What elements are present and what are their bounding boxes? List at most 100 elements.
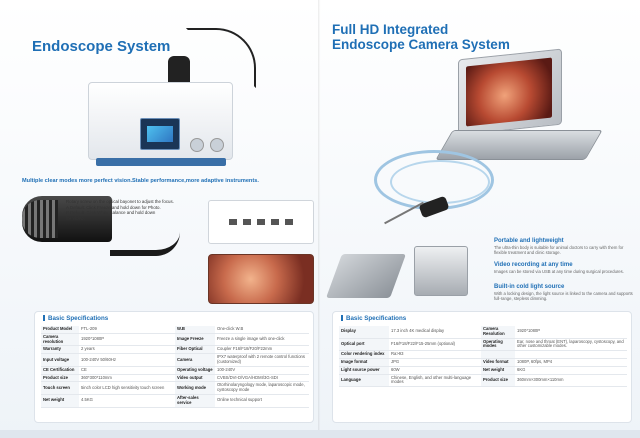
spec-title: Basic Specifications bbox=[43, 315, 108, 322]
spec-value: F16/F18/F22/F15-25mm (optional) bbox=[389, 338, 481, 352]
spec-value: CE bbox=[79, 366, 175, 375]
spec-key: Display bbox=[339, 326, 389, 339]
feature-title: Built-in cold light source bbox=[494, 284, 565, 290]
spec-key: Product size bbox=[41, 374, 79, 383]
spec-value: One-click W.B bbox=[215, 326, 309, 334]
spec-key: CE Certification bbox=[41, 366, 79, 375]
spec-key: Net weight bbox=[41, 394, 79, 408]
spec-value: Ra>93 bbox=[389, 350, 481, 359]
spec-value: 17.3 inch 4K medical display bbox=[389, 326, 481, 339]
page-title-line: Full HD Integrated bbox=[332, 22, 449, 37]
spec-value: JPG bbox=[389, 358, 481, 367]
spec-key: Product size bbox=[481, 374, 515, 388]
camera-cable-illustration bbox=[186, 28, 256, 88]
spec-value: IPX7 waterproof with 2 remote control fu… bbox=[215, 353, 309, 367]
spec-value: CVBS/DVI-D/VGA/HDMI/3G-SDI bbox=[215, 374, 309, 383]
spec-key: Language bbox=[339, 374, 389, 388]
feature-block: Portable and lightweight The ultra-thin … bbox=[494, 238, 634, 255]
spec-title: Basic Specifications bbox=[341, 315, 406, 322]
spec-value: 5inch color LCD high sensitivity touch s… bbox=[79, 381, 175, 395]
spec-key: Color rendering index bbox=[339, 350, 389, 359]
open-laptop-photo bbox=[414, 246, 468, 296]
spec-key: Camera bbox=[175, 353, 215, 367]
device-base-illustration bbox=[96, 158, 226, 166]
spec-key: Camera Resolution bbox=[481, 326, 515, 339]
spec-key: Input voltage bbox=[41, 353, 79, 367]
closed-laptop-photo bbox=[325, 254, 407, 298]
spec-value: 4.5KG bbox=[79, 394, 175, 408]
spec-key: Optical port bbox=[339, 338, 389, 352]
callout-text: for Video. bbox=[66, 215, 85, 221]
spec-value: Freeze a single image with one-click bbox=[215, 333, 309, 347]
laparoscopy-monitor-photo bbox=[208, 254, 314, 304]
spec-value: 1080P, 60fps, MP4 bbox=[515, 358, 627, 367]
spec-value: 1920*1080P bbox=[79, 333, 175, 347]
spec-key: Image format bbox=[339, 358, 389, 367]
endoscopic-view-screen bbox=[466, 57, 552, 127]
spec-value: 360*300*110mm bbox=[79, 374, 175, 383]
spec-value: 100-240V bbox=[215, 366, 309, 375]
spec-key: Warranty bbox=[41, 345, 79, 355]
right-brochure-page: Full HD Integrated Endoscope Camera Syst… bbox=[320, 0, 640, 438]
spec-key: Touch screen bbox=[41, 381, 79, 395]
page-title: Full HD Integrated Endoscope Camera Syst… bbox=[332, 22, 532, 52]
spec-value: 360mm×300mm×110mm bbox=[515, 374, 627, 388]
device-knob-illustration bbox=[210, 138, 224, 152]
bottom-bar bbox=[0, 430, 640, 438]
spec-key: Video output bbox=[175, 374, 215, 383]
spec-key: After-sales service bbox=[175, 394, 215, 408]
rear-ports-photo bbox=[208, 200, 314, 244]
spec-value: Online technical support bbox=[215, 394, 309, 408]
handpiece-callouts: Rotary screw on the optical bayonet to a… bbox=[66, 199, 186, 221]
feature-title: Portable and lightweight bbox=[494, 238, 564, 244]
spec-value: 1920*1080P bbox=[515, 326, 627, 339]
callout-text: Rotary screw on the optical bayonet to a… bbox=[66, 199, 174, 204]
feature-desc: Images can be stored via USB at any time… bbox=[494, 269, 624, 274]
spec-value: Otorhinolaryngology mode, laparoscopic m… bbox=[215, 381, 309, 395]
spec-value: Coupler F16/F18/F20/F22mm bbox=[215, 345, 309, 355]
spec-key: Image Freeze bbox=[175, 333, 215, 347]
feature-block: Video recording at any time Images can b… bbox=[494, 262, 634, 274]
device-touchscreen-illustration bbox=[140, 118, 180, 150]
page-title: Endoscope System bbox=[32, 38, 171, 55]
spec-key: Operating voltage bbox=[175, 366, 215, 375]
focus-ring-illustration bbox=[22, 200, 58, 238]
left-brochure-page: Endoscope System Multiple clear modes mo… bbox=[0, 0, 320, 438]
feature-desc: The ultra-thin body is suitable for anim… bbox=[494, 245, 624, 255]
spec-value: Ear, nose and throat (ENT), laparoscopy,… bbox=[515, 338, 627, 352]
spec-key: Light source power bbox=[339, 366, 389, 375]
page-title-line: Endoscope Camera System bbox=[332, 37, 510, 52]
spec-key: Camera resolution bbox=[41, 333, 79, 347]
page-fold bbox=[318, 0, 322, 438]
spec-key: Net weight bbox=[481, 366, 515, 375]
spec-key: Product Model bbox=[41, 326, 79, 334]
feature-title: Video recording at any time bbox=[494, 262, 573, 268]
spec-key: Working mode bbox=[175, 381, 215, 395]
spec-value: 6KG bbox=[515, 366, 627, 375]
spec-value: 2 years bbox=[79, 345, 175, 355]
spec-key bbox=[481, 350, 515, 359]
callout-text: A Default: Click Freeze and hold down fo… bbox=[66, 204, 161, 210]
spec-key: W.B bbox=[175, 326, 215, 334]
handpiece-cable-illustration bbox=[110, 232, 180, 256]
spec-value: Chinese, English, and other multi-langua… bbox=[389, 374, 481, 388]
callout-text: B Default: Click White Balance and hold … bbox=[66, 210, 156, 216]
